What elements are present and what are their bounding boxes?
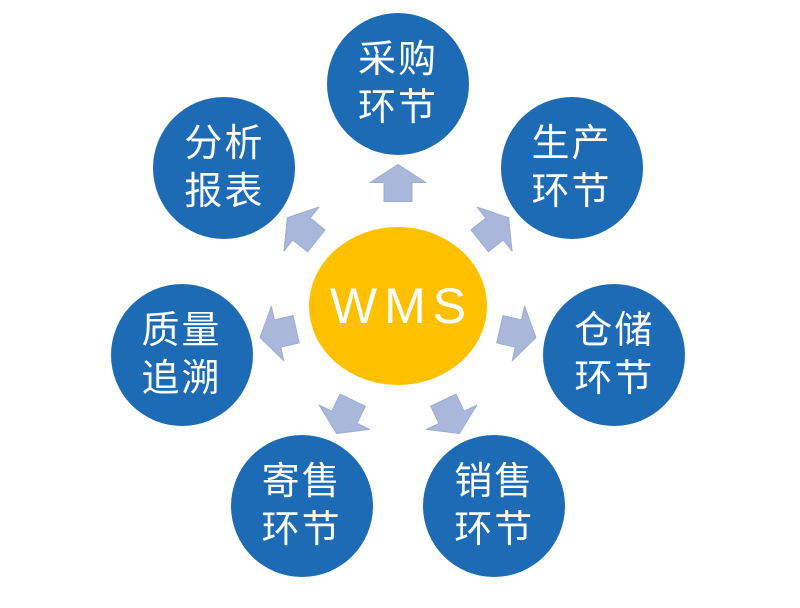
node-quality-trace[interactable]: 质量 追溯	[110, 284, 253, 427]
node-label: 生产 环节	[531, 122, 612, 213]
node-label: 分析 报表	[184, 122, 265, 213]
node-label: 仓储 环节	[574, 310, 655, 401]
node-production[interactable]: 生产 环节	[500, 96, 643, 239]
node-label: 采购 环节	[357, 39, 438, 129]
node-label: 质量 追溯	[141, 310, 222, 401]
node-analysis-report[interactable]: 分析 报表	[153, 96, 296, 239]
node-label: 销售 环节	[454, 461, 535, 552]
node-procurement[interactable]: 采购 环节	[327, 13, 469, 155]
node-consignment[interactable]: 寄售 环节	[230, 435, 373, 578]
node-sales[interactable]: 销售 环节	[423, 435, 566, 578]
arrow-to-warehousing-icon	[496, 305, 537, 362]
node-label: 寄售 环节	[261, 461, 342, 552]
arrow-to-quality-trace-icon	[259, 305, 300, 362]
center-node-wms[interactable]: WMS	[309, 227, 487, 385]
node-warehousing[interactable]: 仓储 环节	[543, 284, 686, 427]
center-node-label: WMS	[329, 278, 474, 334]
arrow-to-procurement-icon	[369, 164, 427, 202]
